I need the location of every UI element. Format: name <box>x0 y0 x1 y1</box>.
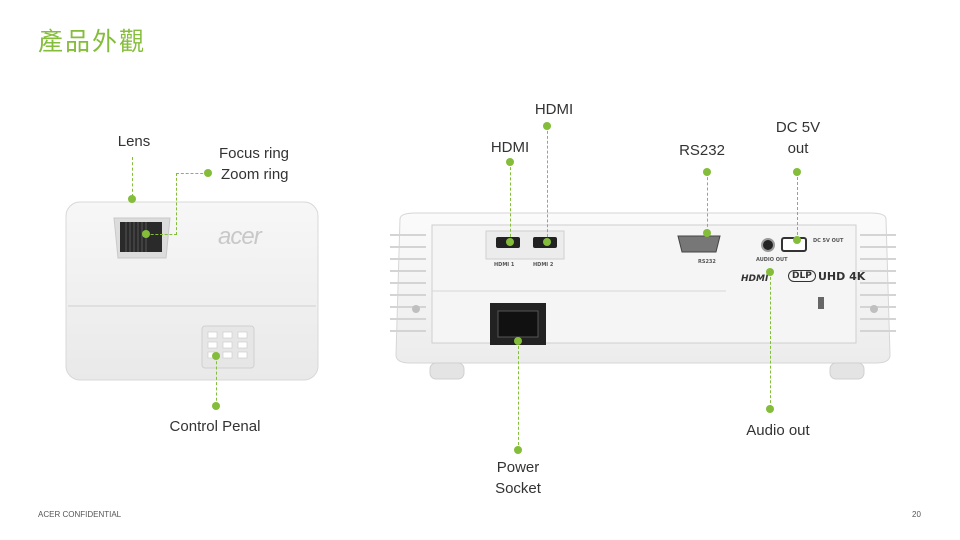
hdmi-2-dot <box>543 238 551 246</box>
ring-leader-v <box>176 173 177 235</box>
acer-logo: acer <box>218 223 262 250</box>
slide-title: 產品外觀 <box>38 27 147 56</box>
hdmi1-port-label: HDMI 1 <box>494 262 515 268</box>
audio-out-leader <box>770 272 771 408</box>
hdmi-1-dot <box>506 238 514 246</box>
hdmi-logo: HDMI <box>741 274 769 284</box>
rs232-port-label: RS232 <box>698 259 716 265</box>
power-socket-leader <box>518 341 519 450</box>
rs232-leader <box>707 172 708 232</box>
dc-5v-label-line1: DC 5V <box>775 119 821 136</box>
hdmi-2-leader <box>547 126 548 242</box>
control-panel-dot <box>212 402 220 410</box>
focus-ring-label: Focus ring <box>219 145 290 162</box>
hdmi-2-label: HDMI <box>534 101 574 118</box>
hdmi-1-leader <box>510 162 511 242</box>
lens-leader <box>132 157 133 197</box>
ring-leader-h <box>176 173 208 174</box>
dlp-logo: DLP <box>788 270 816 282</box>
lens-label: Lens <box>117 133 151 150</box>
hdmi2-port-label: HDMI 2 <box>533 262 554 268</box>
ring-dot <box>142 230 150 238</box>
power-socket-label-line1: Power <box>496 459 540 476</box>
rs232-dot <box>703 229 711 237</box>
zoom-ring-label: Zoom ring <box>221 166 289 183</box>
ring-leader-h2 <box>146 234 177 235</box>
power-socket-label-line2: Socket <box>495 480 541 497</box>
projector-top-view <box>65 201 319 381</box>
audio-out-dot <box>766 405 774 413</box>
lens-dot <box>128 195 136 203</box>
hdmi-1-label: HDMI <box>490 139 530 156</box>
page-number: 20 <box>912 510 921 519</box>
uhd-4k-logo: UHD 4K <box>818 270 866 283</box>
dc5v-port-label: DC 5V OUT <box>813 238 844 244</box>
projector-rear-view <box>390 212 896 380</box>
dc-5v-label-line2: out <box>787 140 809 157</box>
rs232-label: RS232 <box>679 142 725 159</box>
ring-dot-label <box>204 169 212 177</box>
footer-confidential: ACER CONFIDENTIAL <box>38 510 122 519</box>
power-socket-dot <box>514 446 522 454</box>
dc-5v-leader <box>797 172 798 240</box>
control-panel-label: Control Penal <box>169 418 261 435</box>
control-panel-leader <box>216 356 217 406</box>
audio-out-label: Audio out <box>746 422 810 439</box>
dc-5v-dot <box>793 236 801 244</box>
audio-out-port-label: AUDIO OUT <box>756 257 788 263</box>
